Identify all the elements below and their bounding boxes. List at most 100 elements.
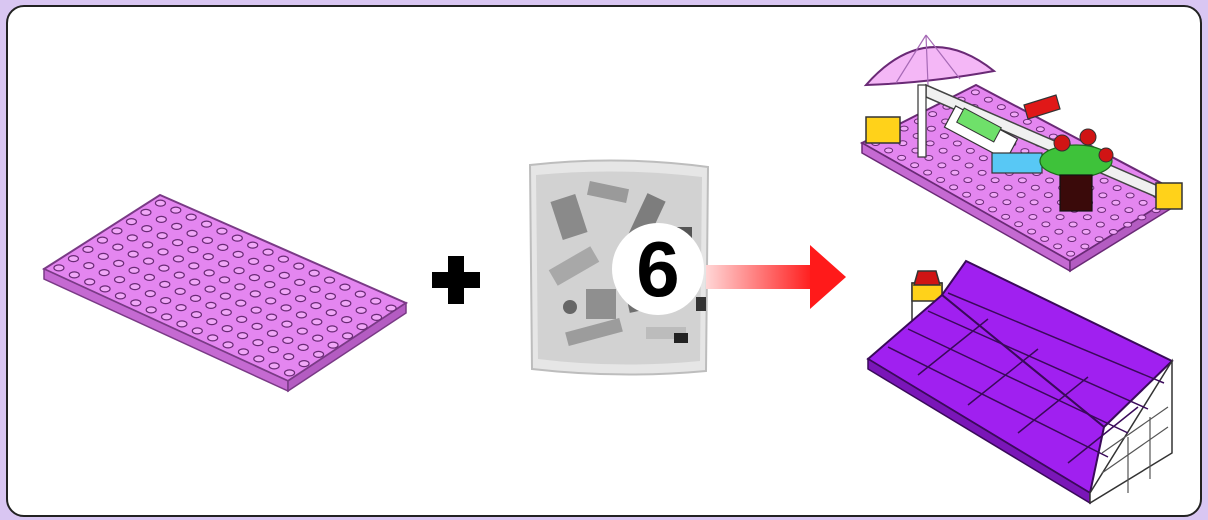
stud	[296, 327, 308, 335]
stud	[222, 341, 234, 349]
stud	[1016, 192, 1026, 198]
stud	[187, 246, 199, 254]
stud	[308, 269, 320, 277]
stud	[251, 322, 263, 330]
stud	[129, 283, 141, 291]
stud	[340, 299, 352, 307]
stud	[248, 274, 261, 282]
stud	[113, 276, 126, 284]
stud	[970, 89, 980, 96]
stud	[309, 285, 321, 293]
stud	[125, 218, 138, 226]
stud	[1009, 111, 1019, 118]
stud	[1111, 199, 1121, 206]
stud	[67, 255, 80, 263]
stud	[82, 245, 94, 253]
stud	[1125, 192, 1135, 199]
stud	[312, 334, 324, 342]
stud	[142, 257, 155, 265]
stud	[68, 271, 80, 279]
stud	[160, 297, 172, 305]
stud	[1082, 214, 1092, 221]
stud	[1068, 221, 1078, 228]
stud	[1099, 177, 1109, 184]
stud	[281, 320, 293, 328]
stud	[1027, 228, 1037, 235]
pink-baseplate	[42, 193, 409, 393]
stud	[130, 299, 142, 307]
stud	[936, 177, 946, 183]
stud	[236, 332, 249, 340]
stud	[925, 140, 935, 147]
stud	[98, 269, 110, 277]
stud	[976, 184, 986, 191]
stud	[1017, 177, 1027, 184]
stud	[1003, 184, 1013, 191]
stud	[1098, 192, 1108, 199]
stud	[324, 292, 337, 300]
stud	[173, 271, 185, 279]
stud	[200, 220, 213, 228]
stud	[189, 294, 202, 302]
stud	[294, 278, 306, 286]
stud	[218, 260, 230, 268]
stud	[884, 147, 894, 154]
stud	[1123, 221, 1133, 228]
stud	[1001, 213, 1011, 220]
stud	[266, 329, 279, 337]
stud	[965, 147, 975, 154]
stud	[1055, 214, 1065, 220]
stud	[899, 125, 909, 132]
stud	[186, 229, 198, 237]
stud	[311, 318, 323, 326]
stud	[142, 241, 154, 249]
stud	[1067, 236, 1077, 242]
stud	[312, 350, 325, 358]
stud	[1124, 207, 1134, 213]
stud	[996, 104, 1006, 110]
stud	[1097, 207, 1107, 213]
stud	[295, 311, 308, 319]
stud	[247, 241, 259, 249]
stud	[280, 304, 292, 312]
stud	[354, 290, 366, 298]
stud	[250, 306, 262, 314]
stud	[175, 304, 187, 312]
stud	[203, 269, 215, 277]
stud	[171, 222, 183, 230]
stud	[924, 155, 934, 161]
stud	[144, 290, 156, 298]
stud	[1080, 243, 1090, 250]
stud	[189, 278, 201, 286]
stud	[1112, 185, 1122, 191]
stud	[1053, 243, 1063, 250]
stud	[262, 248, 274, 256]
stud	[1042, 206, 1052, 213]
stud	[267, 346, 279, 354]
stud	[249, 290, 261, 298]
stud	[253, 355, 265, 363]
stud	[191, 327, 203, 335]
stud	[939, 133, 949, 139]
stud	[190, 311, 203, 319]
stud	[1015, 206, 1025, 213]
stud	[1110, 214, 1120, 221]
stud	[205, 301, 217, 309]
stud	[283, 369, 296, 377]
stud	[155, 215, 167, 223]
stud	[282, 336, 294, 344]
stud	[264, 281, 276, 289]
stud	[293, 262, 305, 270]
stud	[154, 199, 167, 207]
stud	[341, 316, 353, 324]
stud	[231, 234, 243, 242]
stud	[84, 278, 96, 286]
stud	[964, 162, 974, 169]
stud	[265, 313, 278, 321]
stud	[951, 155, 961, 161]
stud	[928, 111, 938, 117]
stud	[283, 353, 295, 361]
stud	[370, 313, 383, 321]
stud	[278, 271, 290, 279]
stud	[962, 191, 972, 198]
